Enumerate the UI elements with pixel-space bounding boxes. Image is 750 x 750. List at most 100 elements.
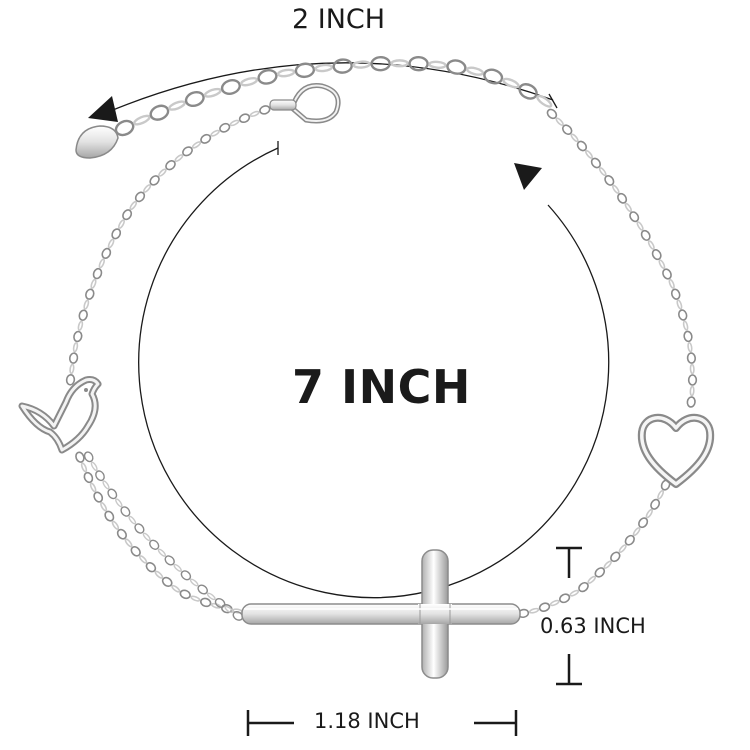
dove-charm-icon bbox=[18, 376, 102, 454]
chain-link bbox=[502, 77, 520, 89]
chain-link bbox=[111, 228, 122, 240]
chain-link bbox=[294, 62, 316, 79]
chain-link bbox=[604, 174, 615, 186]
chain-link bbox=[229, 119, 240, 127]
extender-tag bbox=[75, 125, 119, 159]
chain-link bbox=[610, 551, 621, 563]
chain-link bbox=[116, 528, 127, 540]
measure-circle bbox=[138, 141, 610, 599]
chain-link bbox=[238, 113, 251, 124]
chain-link bbox=[78, 309, 88, 321]
chain-link bbox=[638, 517, 649, 529]
chain-link bbox=[214, 598, 226, 608]
chain-link bbox=[647, 240, 655, 250]
chain-link bbox=[68, 352, 79, 364]
chain-link bbox=[224, 605, 234, 614]
chain-link bbox=[687, 374, 698, 386]
chain-link bbox=[603, 560, 612, 569]
chain-link bbox=[257, 69, 278, 85]
chain-link bbox=[576, 140, 588, 152]
chain-link bbox=[100, 501, 108, 512]
chain-link bbox=[686, 352, 697, 364]
chain-link bbox=[118, 219, 125, 229]
chain-link bbox=[134, 523, 145, 534]
chain-link bbox=[629, 211, 640, 223]
chain-link bbox=[138, 555, 148, 564]
chain-link bbox=[536, 94, 553, 108]
chain-link bbox=[538, 602, 551, 612]
chain-link bbox=[145, 561, 157, 573]
chain-link bbox=[128, 515, 137, 525]
chain-link bbox=[149, 539, 160, 550]
chain-link bbox=[636, 221, 644, 231]
chain-link bbox=[657, 489, 665, 500]
chain-link bbox=[670, 288, 681, 300]
chain-link bbox=[134, 191, 146, 203]
chain-link bbox=[677, 309, 688, 321]
chain-link bbox=[428, 60, 447, 69]
chain-link bbox=[549, 599, 560, 607]
chain-link bbox=[124, 538, 133, 548]
cross-width-label: 1.18 INCH bbox=[314, 709, 420, 733]
chain-link bbox=[594, 567, 606, 578]
lobster-clasp-icon bbox=[269, 82, 341, 124]
chain-link bbox=[249, 110, 260, 118]
chain-link bbox=[555, 117, 564, 126]
chain-link bbox=[585, 149, 593, 159]
chain-link bbox=[314, 63, 334, 73]
chain-link bbox=[578, 581, 589, 593]
chain-link bbox=[85, 288, 95, 300]
chain-link bbox=[72, 341, 79, 353]
chain-link bbox=[668, 278, 675, 289]
chain-link bbox=[352, 60, 371, 69]
chain-link bbox=[200, 133, 212, 144]
chain-link bbox=[210, 129, 220, 137]
chain-link bbox=[191, 141, 202, 149]
chain-link bbox=[203, 87, 222, 98]
chain-link bbox=[182, 146, 193, 157]
chain-link bbox=[102, 480, 110, 490]
chain-link bbox=[683, 330, 693, 343]
chain-link bbox=[98, 258, 105, 269]
chain-link bbox=[569, 589, 580, 597]
chain-link bbox=[69, 363, 75, 375]
chain-link bbox=[676, 299, 683, 310]
chain-link bbox=[682, 320, 689, 331]
chain-link bbox=[111, 520, 120, 530]
chain-link bbox=[570, 133, 579, 143]
chain-link bbox=[332, 58, 353, 74]
chain-link bbox=[640, 229, 651, 241]
extender-arc bbox=[88, 62, 558, 122]
chain-link bbox=[173, 563, 182, 572]
bracelet-chain bbox=[65, 55, 698, 621]
chain-link bbox=[612, 184, 620, 194]
chain-link bbox=[130, 545, 141, 557]
chain-link bbox=[107, 238, 115, 249]
chain-link bbox=[161, 576, 173, 588]
chain-link bbox=[483, 68, 504, 85]
chain-link bbox=[632, 527, 641, 537]
chain-link bbox=[650, 498, 661, 510]
chain-link bbox=[590, 157, 602, 169]
chain-link bbox=[65, 374, 76, 386]
chain-link bbox=[219, 122, 231, 133]
chain-link bbox=[587, 575, 597, 584]
chain-link bbox=[617, 192, 628, 204]
chain-link bbox=[559, 593, 571, 604]
chain-link bbox=[390, 59, 409, 68]
chain-link bbox=[686, 396, 696, 408]
chain-link bbox=[276, 68, 296, 78]
chain-link bbox=[259, 105, 271, 115]
chain-link bbox=[83, 471, 94, 484]
chain-link bbox=[658, 259, 666, 270]
chain-link bbox=[662, 268, 672, 280]
chain-link bbox=[518, 83, 538, 100]
chain-link bbox=[562, 124, 573, 135]
chain-link bbox=[107, 488, 118, 500]
chain-link bbox=[133, 114, 151, 126]
chain-link bbox=[114, 119, 135, 137]
chain-link bbox=[528, 607, 540, 614]
chain-link bbox=[618, 544, 627, 553]
